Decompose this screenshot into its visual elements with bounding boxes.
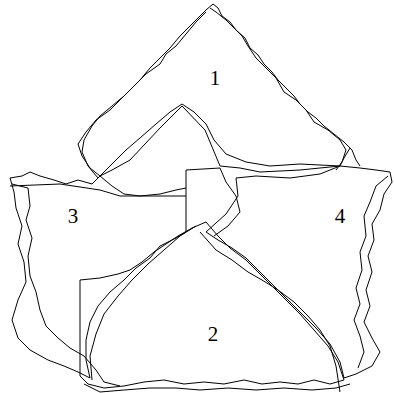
region-outline (78, 4, 350, 176)
region-outline (10, 172, 186, 378)
boundary-line (90, 226, 196, 380)
region-outline (80, 222, 344, 388)
boundary-line (200, 232, 340, 392)
region-outline (84, 384, 350, 392)
boundary-line (186, 168, 240, 236)
callout-number: 1 (210, 68, 221, 89)
region-outline (206, 166, 392, 378)
region-outline (82, 8, 346, 178)
region-outline (344, 142, 388, 368)
callout-number: 4 (335, 206, 346, 227)
callout-number: 2 (208, 324, 219, 345)
boundary-line (10, 184, 186, 196)
region-outline (12, 184, 120, 386)
callout-number: 3 (68, 206, 79, 227)
boundary-line (100, 104, 340, 176)
